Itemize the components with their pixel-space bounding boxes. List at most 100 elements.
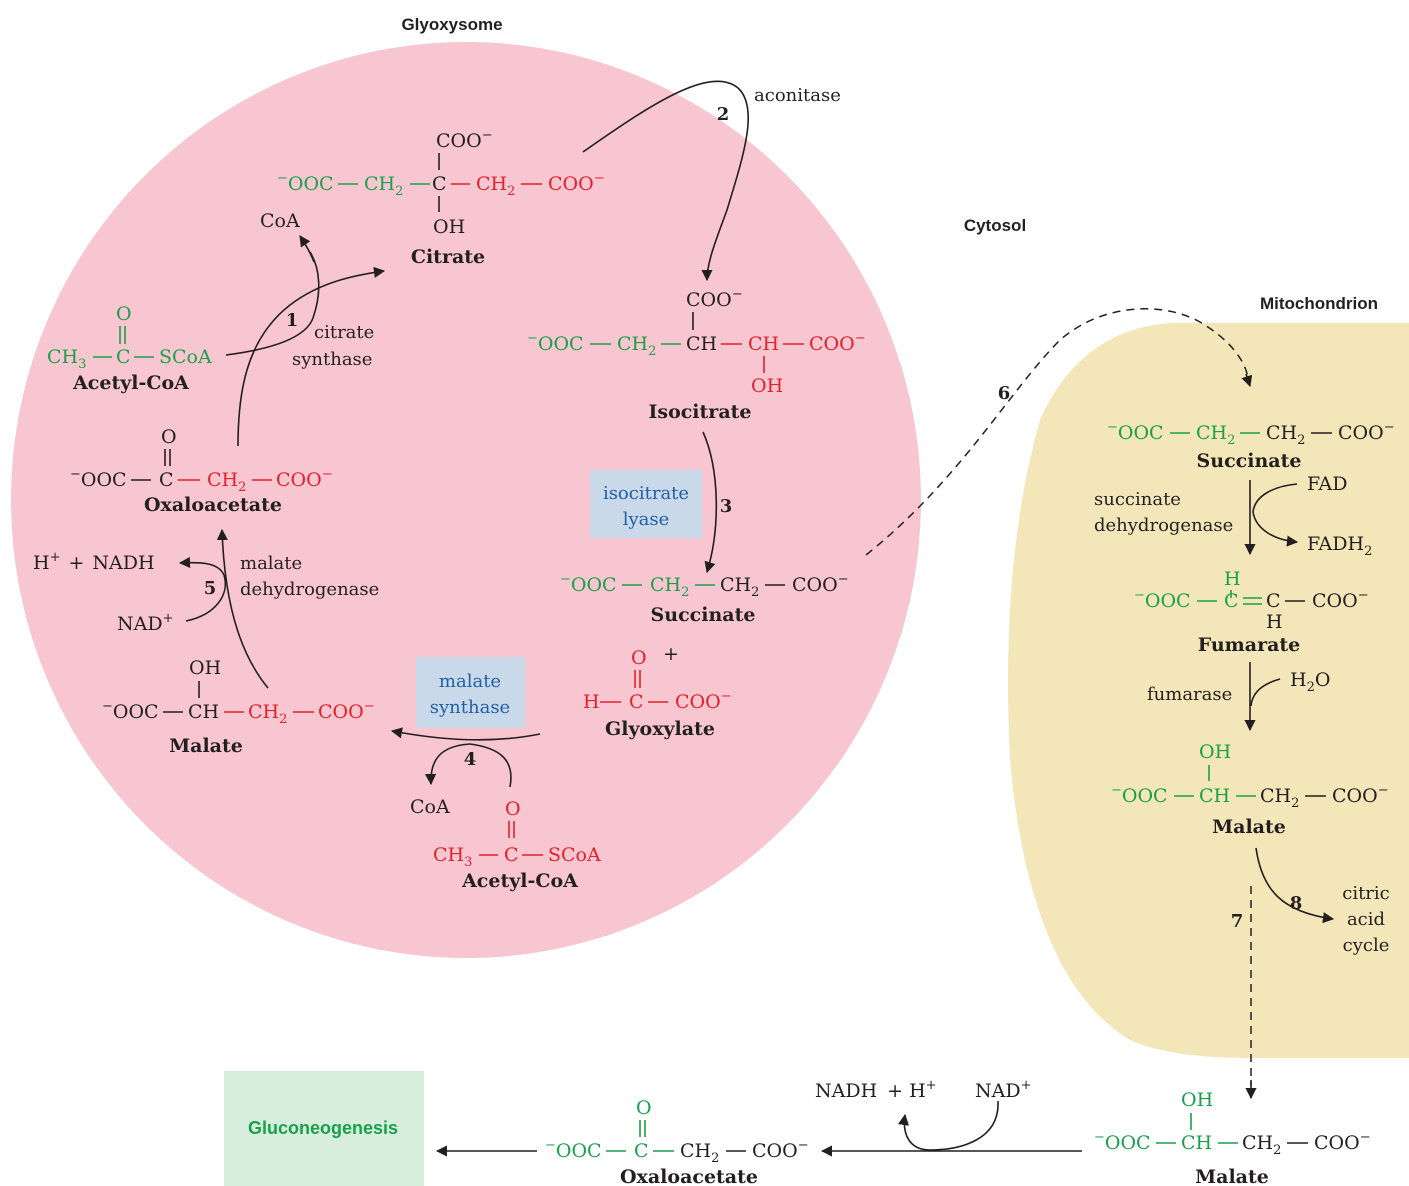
oxaloacetate-structure-1: O −OOC C CH2 COO− Oxaloacetate bbox=[70, 426, 333, 516]
svg-text:OH: OH bbox=[1181, 1089, 1213, 1111]
svg-text:+: + bbox=[663, 643, 679, 665]
svg-text:CH3: CH3 bbox=[47, 346, 86, 372]
arrow-step1-acetyl bbox=[225, 251, 320, 356]
citrate-label: Citrate bbox=[411, 246, 485, 268]
citrate-synthase-label-2: synthase bbox=[292, 349, 372, 370]
svg-text:CH2: CH2 bbox=[364, 173, 403, 199]
arrow-step3 bbox=[702, 431, 718, 574]
arrow-water bbox=[1250, 678, 1281, 707]
svg-text:−OOC: −OOC bbox=[545, 1138, 602, 1162]
malate-structure-1: OH −OOC CH CH2 COO− Malate bbox=[102, 657, 375, 757]
h-nadh-product-step5: H++NADH bbox=[33, 550, 155, 574]
citric-acid-cycle-label-1: citric bbox=[1342, 883, 1390, 904]
svg-text:COO−: COO− bbox=[1338, 420, 1395, 444]
step-6-number: 6 bbox=[998, 383, 1011, 404]
oxaloacetate-label-2: Oxaloacetate bbox=[620, 1166, 758, 1186]
svg-text:CH2: CH2 bbox=[1196, 422, 1235, 448]
arrow-step2 bbox=[582, 80, 750, 282]
isocitrate-structure: COO− −OOC CH2 CH CH COO− OH Isocitrate bbox=[527, 287, 866, 423]
svg-text:COO−: COO− bbox=[686, 287, 743, 311]
svg-text:COO−: COO− bbox=[548, 171, 605, 195]
malate-structure-3: OH −OOC CH CH2 COO− Malate bbox=[1094, 1089, 1371, 1186]
svg-text:CH2: CH2 bbox=[650, 574, 689, 600]
svg-text:H: H bbox=[1224, 568, 1241, 590]
mitochondrion-label: Mitochondrion bbox=[1260, 294, 1378, 313]
citrate-structure: COO− −OOC CH2 C CH2 COO− OH Citrate bbox=[277, 128, 605, 268]
svg-text:C: C bbox=[1224, 590, 1239, 612]
svg-text:CH2: CH2 bbox=[1260, 785, 1299, 811]
svg-text:O: O bbox=[161, 426, 177, 448]
isocitrate-lyase-label-1: isocitrate bbox=[603, 483, 689, 504]
svg-text:CH: CH bbox=[686, 333, 717, 355]
glyoxysome-label: Glyoxysome bbox=[401, 15, 502, 34]
citrate-synthase-label-1: citrate bbox=[314, 322, 374, 343]
svg-text:−OOC: −OOC bbox=[102, 699, 159, 723]
succinate-label-1: Succinate bbox=[651, 604, 756, 626]
arrow-step4-coa bbox=[424, 743, 471, 786]
svg-text:−OOC: −OOC bbox=[1134, 588, 1191, 612]
citric-acid-cycle-label-2: acid bbox=[1347, 909, 1385, 930]
svg-text:CH2: CH2 bbox=[1242, 1132, 1281, 1158]
oxaloacetate-structure-2: O −OOC C CH2 COO− Oxaloacetate bbox=[545, 1097, 809, 1186]
svg-text:−OOC: −OOC bbox=[277, 171, 334, 195]
step-7-number: 7 bbox=[1231, 911, 1244, 932]
mitochondrion-region bbox=[1008, 323, 1409, 1058]
svg-text:−OOC: −OOC bbox=[527, 331, 584, 355]
arrow-step6-head bbox=[1241, 373, 1253, 388]
step-3-number: 3 bbox=[720, 496, 733, 517]
step-5-number: 5 bbox=[204, 578, 217, 599]
malate-synthase-box bbox=[416, 657, 525, 728]
malate-dh-label-2: dehydrogenase bbox=[240, 579, 379, 600]
acetyl-coa-label-1: Acetyl-CoA bbox=[72, 372, 189, 394]
svg-text:C: C bbox=[1266, 590, 1281, 612]
cytosol-label: Cytosol bbox=[964, 216, 1026, 235]
svg-text:−OOC: −OOC bbox=[1111, 783, 1168, 807]
svg-text:−OOC: −OOC bbox=[1107, 420, 1164, 444]
arrow-step6-transport bbox=[865, 308, 1249, 556]
nad-substrate-step5: NAD+ bbox=[117, 611, 174, 635]
svg-text:COO−: COO− bbox=[675, 689, 732, 713]
svg-text:C: C bbox=[116, 346, 131, 368]
svg-text:OH: OH bbox=[751, 375, 783, 397]
svg-text:CH2: CH2 bbox=[1266, 422, 1305, 448]
svg-text:CH2: CH2 bbox=[248, 701, 287, 727]
succinate-structure-1: −OOC CH2 CH2 COO− Succinate bbox=[560, 572, 849, 626]
svg-text:−OOC: −OOC bbox=[560, 572, 617, 596]
svg-text:−OOC: −OOC bbox=[1094, 1130, 1151, 1154]
arrow-step1-coa bbox=[299, 235, 315, 263]
arrow-cytosol-nad bbox=[897, 1100, 999, 1151]
svg-text:COO−: COO− bbox=[318, 699, 375, 723]
svg-text:COO−: COO− bbox=[752, 1138, 809, 1162]
svg-text:O: O bbox=[636, 1097, 652, 1119]
svg-text:COO−: COO− bbox=[1314, 1130, 1371, 1154]
arrow-step4-main bbox=[390, 727, 541, 741]
malate-dh-label-1: malate bbox=[240, 553, 302, 574]
nadh-h-product: NADH+H+ bbox=[815, 1078, 937, 1102]
arrow-step5 bbox=[216, 528, 269, 689]
fumarase-label: fumarase bbox=[1147, 684, 1232, 705]
arrow-step4-acetyl bbox=[469, 743, 512, 788]
glyoxylate-label: Glyoxylate bbox=[605, 718, 715, 740]
malate-synthase-label-1: malate bbox=[439, 671, 501, 692]
svg-text:CH: CH bbox=[188, 701, 219, 723]
svg-text:COO−: COO− bbox=[809, 331, 866, 355]
svg-text:SCoA: SCoA bbox=[548, 844, 601, 866]
svg-text:OH: OH bbox=[1199, 741, 1231, 763]
succinate-dh-label-2: dehydrogenase bbox=[1094, 515, 1233, 536]
svg-text:CH2: CH2 bbox=[617, 333, 656, 359]
svg-text:C: C bbox=[629, 691, 644, 713]
svg-text:CH2: CH2 bbox=[207, 469, 246, 495]
glyoxysome-region bbox=[11, 42, 921, 958]
malate-structure-2: OH −OOC CH CH2 COO− Malate bbox=[1111, 741, 1389, 838]
svg-text:C: C bbox=[634, 1140, 649, 1162]
aconitase-label: aconitase bbox=[754, 85, 841, 106]
svg-text:CH3: CH3 bbox=[433, 844, 472, 870]
svg-text:COO−: COO− bbox=[1312, 588, 1369, 612]
gluconeogenesis-label: Gluconeogenesis bbox=[248, 1118, 398, 1138]
malate-label-3: Malate bbox=[1195, 1166, 1269, 1186]
svg-text:OH: OH bbox=[433, 216, 465, 238]
acetyl-coa-structure-1: O CH3 C SCoA Acetyl-CoA bbox=[47, 303, 212, 394]
citric-acid-cycle-label-3: cycle bbox=[1343, 935, 1390, 956]
